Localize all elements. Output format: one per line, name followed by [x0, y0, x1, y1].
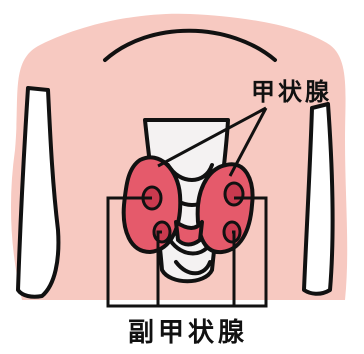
trachea-ring [174, 260, 212, 276]
thyroid-leader-line-right [228, 107, 268, 177]
parathyroid-leader-inner-left [156, 230, 162, 306]
parathyroid-leader-inner-right [232, 230, 236, 306]
parathyroid-label: 副甲状腺 [128, 318, 249, 348]
parathyroid-gland-upper-right [223, 181, 245, 207]
thyroid-leader-line-left [157, 106, 267, 168]
parathyroid-leader-outer [106, 196, 268, 308]
right-neck-outline [302, 102, 335, 296]
chin-line [103, 28, 277, 62]
thyroid-isthmus [174, 220, 204, 247]
thyroid-label: 甲状腺 [251, 78, 332, 106]
left-neck-outline [16, 86, 61, 299]
